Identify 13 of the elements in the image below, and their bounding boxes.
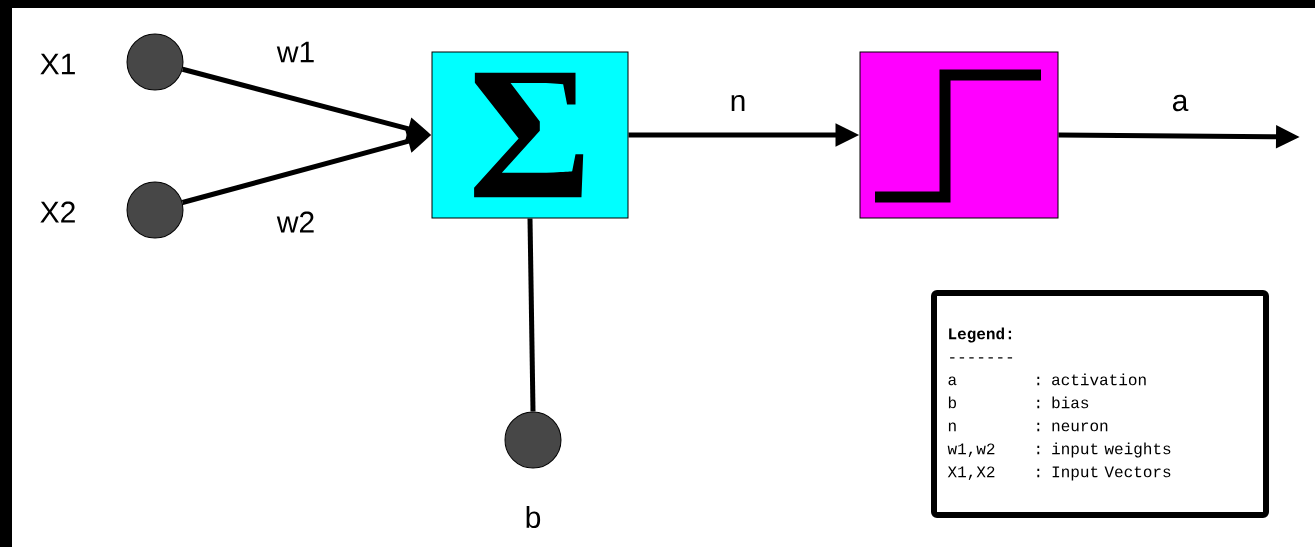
input-label: X2 bbox=[40, 201, 75, 223]
edge-label: a bbox=[1172, 94, 1189, 112]
input-label: b bbox=[526, 506, 541, 528]
legend-box: Legend: ------- a : activation b : bias n : neuron w1,w2 : input weights X1,X2 : Input Vectors bbox=[931, 290, 1269, 518]
input-circle bbox=[126, 33, 184, 91]
step-function-box bbox=[859, 51, 1059, 219]
input-circle bbox=[504, 411, 562, 469]
input-circle bbox=[126, 181, 184, 239]
summation-box: Σ bbox=[431, 51, 629, 219]
input-label: X1 bbox=[40, 53, 75, 75]
edge-label: w2 bbox=[276, 211, 314, 233]
edge-label: w1 bbox=[276, 41, 314, 63]
edge-label: n bbox=[731, 94, 745, 112]
